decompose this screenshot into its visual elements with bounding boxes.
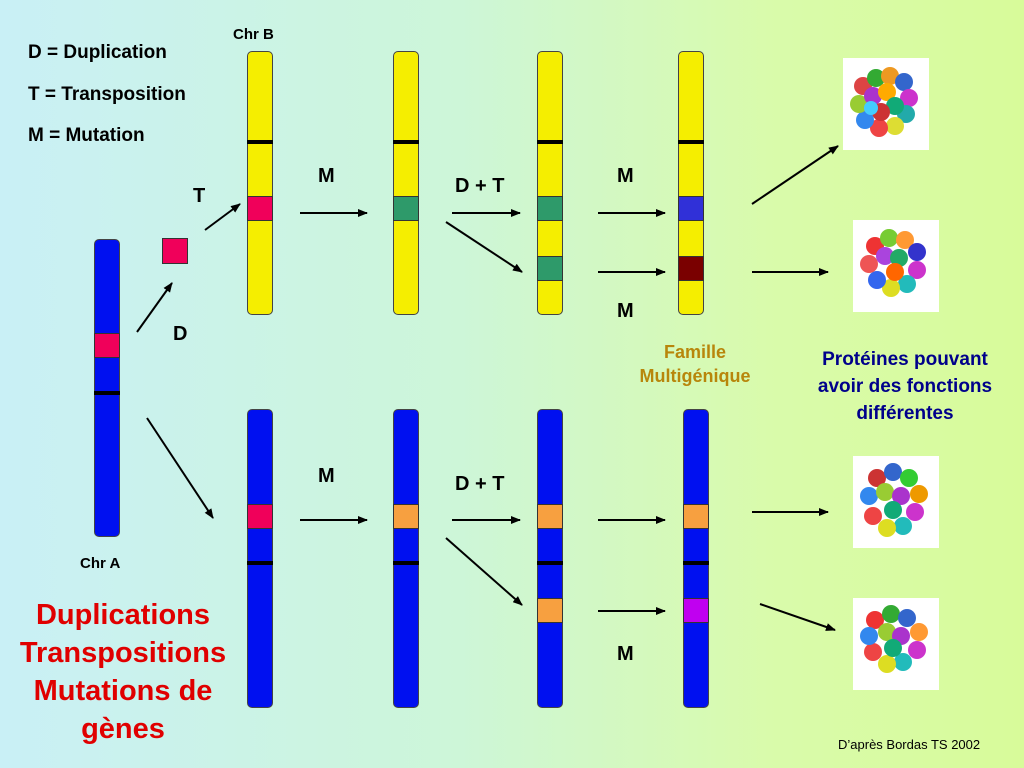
legend-mutation: M = Mutation (28, 125, 145, 146)
chromosome-a-step2 (393, 409, 419, 708)
gene-variant-2 (683, 598, 709, 623)
gene-copy-1 (537, 504, 563, 529)
chromosome-b-step1 (247, 51, 273, 315)
op-transposition-label: T (193, 185, 206, 207)
protein-image (853, 456, 939, 548)
arrow-duplication (136, 282, 173, 333)
protein-image (853, 220, 939, 312)
op-mutation-label: M (617, 165, 634, 187)
legend-transposition: T = Transposition (28, 84, 186, 105)
title-line1: Duplications (35, 599, 210, 631)
op-mutation-label: M (318, 165, 335, 187)
arrow-bot-dt-diag (445, 537, 523, 606)
gene-mutated (393, 196, 419, 221)
op-mutation-label: M (617, 300, 634, 322)
title-line4: gènes (81, 713, 165, 745)
chromosome-b-step3 (537, 51, 563, 315)
chromosome-b-step2 (393, 51, 419, 315)
source-credit: D’après Bordas TS 2002 (838, 737, 981, 752)
proteines-line3: différentes (856, 403, 954, 424)
gene-copy-1 (537, 196, 563, 221)
slide-title: Duplications Transpositions Mutations de… (0, 596, 246, 748)
chr-b-label: Chr B (233, 26, 274, 43)
gene-original (247, 196, 273, 221)
arrow-top-protein1 (751, 145, 839, 205)
title-line2: Transpositions (19, 637, 227, 669)
protein-image (843, 58, 929, 150)
legend-duplication: D = Duplication (28, 42, 167, 63)
proteines-line1: Protéines pouvant (822, 349, 988, 370)
centromere-band (678, 140, 704, 144)
gene-transposed-fragment (162, 238, 188, 264)
proteines-line2: avoir des fonctions (817, 376, 993, 397)
gene-mutated (393, 504, 419, 529)
gene-variant-1 (683, 504, 709, 529)
arrow-top-dt-diag (445, 221, 523, 273)
op-duplication-label: D (173, 323, 188, 345)
arrow-bot-protein2 (759, 603, 836, 631)
centromere-band (683, 561, 709, 565)
gene-variant-1 (678, 196, 704, 221)
centromere-band (247, 140, 273, 144)
gene-copy-2 (537, 598, 563, 623)
centromere-band (537, 561, 563, 565)
centromere-band (393, 140, 419, 144)
famille-line2: Multigénique (639, 366, 751, 386)
chromosome-b-step4 (678, 51, 704, 315)
chromosome-a (94, 239, 120, 537)
gene-original (94, 333, 120, 358)
proteines-label: Protéines pouvant avoir des fonctions di… (792, 346, 1018, 427)
chromosome-a-step3 (537, 409, 563, 708)
arrow-chr-a-down (146, 417, 214, 519)
centromere-band (247, 561, 273, 565)
op-dup-trans-label: D + T (455, 473, 505, 495)
chromosome-a-step4 (683, 409, 709, 708)
arrow-transposition (204, 203, 241, 231)
gene-copy-2 (537, 256, 563, 281)
chr-a-label: Chr A (80, 555, 121, 572)
gene-variant-2 (678, 256, 704, 281)
chromosome-a-step1 (247, 409, 273, 708)
famille-multigenique-label: Famille Multigénique (625, 340, 765, 388)
gene-original (247, 504, 273, 529)
centromere-band (393, 561, 419, 565)
famille-line1: Famille (663, 342, 727, 362)
op-mutation-label: M (617, 643, 634, 665)
op-mutation-label: M (318, 465, 335, 487)
op-dup-trans-label: D + T (455, 175, 505, 197)
title-line3: Mutations de (33, 675, 213, 707)
centromere-band (537, 140, 563, 144)
centromere-band (94, 391, 120, 395)
protein-image (853, 598, 939, 690)
